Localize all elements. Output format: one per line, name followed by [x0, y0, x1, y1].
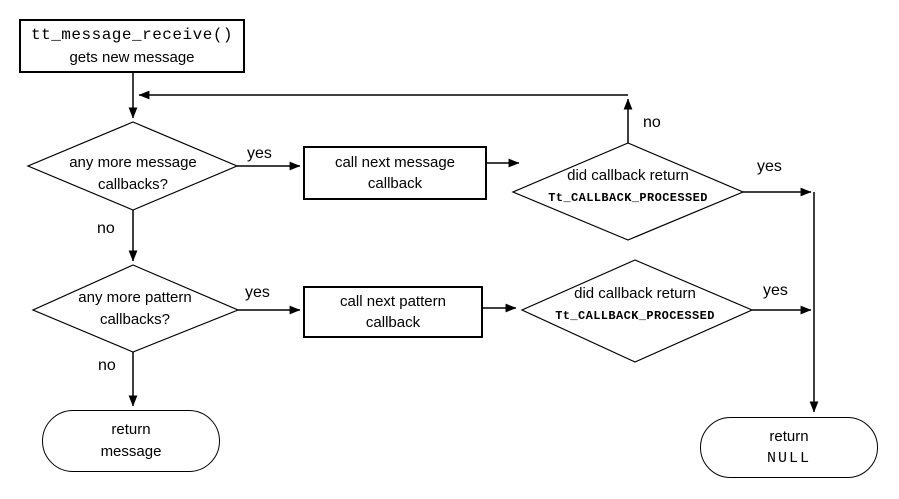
label-pattern-decision-no: no — [98, 357, 116, 374]
label-pattern-decision-yes: yes — [245, 284, 270, 301]
message-decision-text: any more message callbacks? — [42, 152, 224, 196]
message-processed-diamond — [511, 142, 745, 241]
label-message-decision-yes: yes — [247, 145, 272, 162]
message-processed-text: did callback return Tt_CALLBACK_PROCESSE… — [533, 165, 723, 207]
message-decision-line2: callbacks? — [97, 175, 169, 193]
label-pattern-processed-yes: yes — [763, 282, 788, 299]
return-message-line1: return — [111, 421, 151, 439]
start-node-line2: gets new message — [69, 48, 195, 66]
pattern-call-line1: call next pattern — [340, 293, 446, 310]
pattern-processed-text: did callback return Tt_CALLBACK_PROCESSE… — [540, 283, 730, 325]
pattern-call-line2: callback — [365, 314, 421, 331]
return-null-line2: NULL — [766, 449, 811, 467]
return-message-node: return message — [42, 410, 220, 472]
start-node-line1: tt_message_receive() — [30, 26, 234, 45]
label-message-processed-no: no — [643, 114, 661, 131]
message-decision-diamond — [26, 121, 239, 211]
message-processed-line2: Tt_CALLBACK_PROCESSED — [548, 190, 708, 205]
message-call-line1: call next message — [334, 154, 456, 171]
pattern-processed-diamond — [520, 259, 754, 363]
label-message-decision-no: no — [97, 220, 115, 237]
message-call-line2: callback — [367, 175, 423, 192]
start-node: tt_message_receive() gets new message — [19, 19, 245, 73]
message-call-node: call next message callback — [303, 146, 487, 200]
pattern-decision-diamond — [31, 264, 240, 353]
pattern-processed-line2: Tt_CALLBACK_PROCESSED — [555, 308, 715, 323]
return-null-node: return NULL — [700, 417, 878, 478]
return-null-line1: return — [769, 427, 809, 445]
message-processed-line1: did callback return — [567, 167, 689, 184]
message-decision-line1: any more message — [69, 154, 197, 171]
pattern-decision-line2: callbacks? — [99, 310, 171, 328]
pattern-call-node: call next pattern callback — [303, 286, 483, 338]
pattern-decision-line1: any more pattern — [78, 289, 192, 306]
pattern-decision-text: any more pattern callbacks? — [44, 287, 226, 331]
pattern-processed-line1: did callback return — [574, 285, 696, 302]
return-message-line2: message — [100, 443, 162, 460]
label-message-processed-yes: yes — [757, 158, 782, 175]
